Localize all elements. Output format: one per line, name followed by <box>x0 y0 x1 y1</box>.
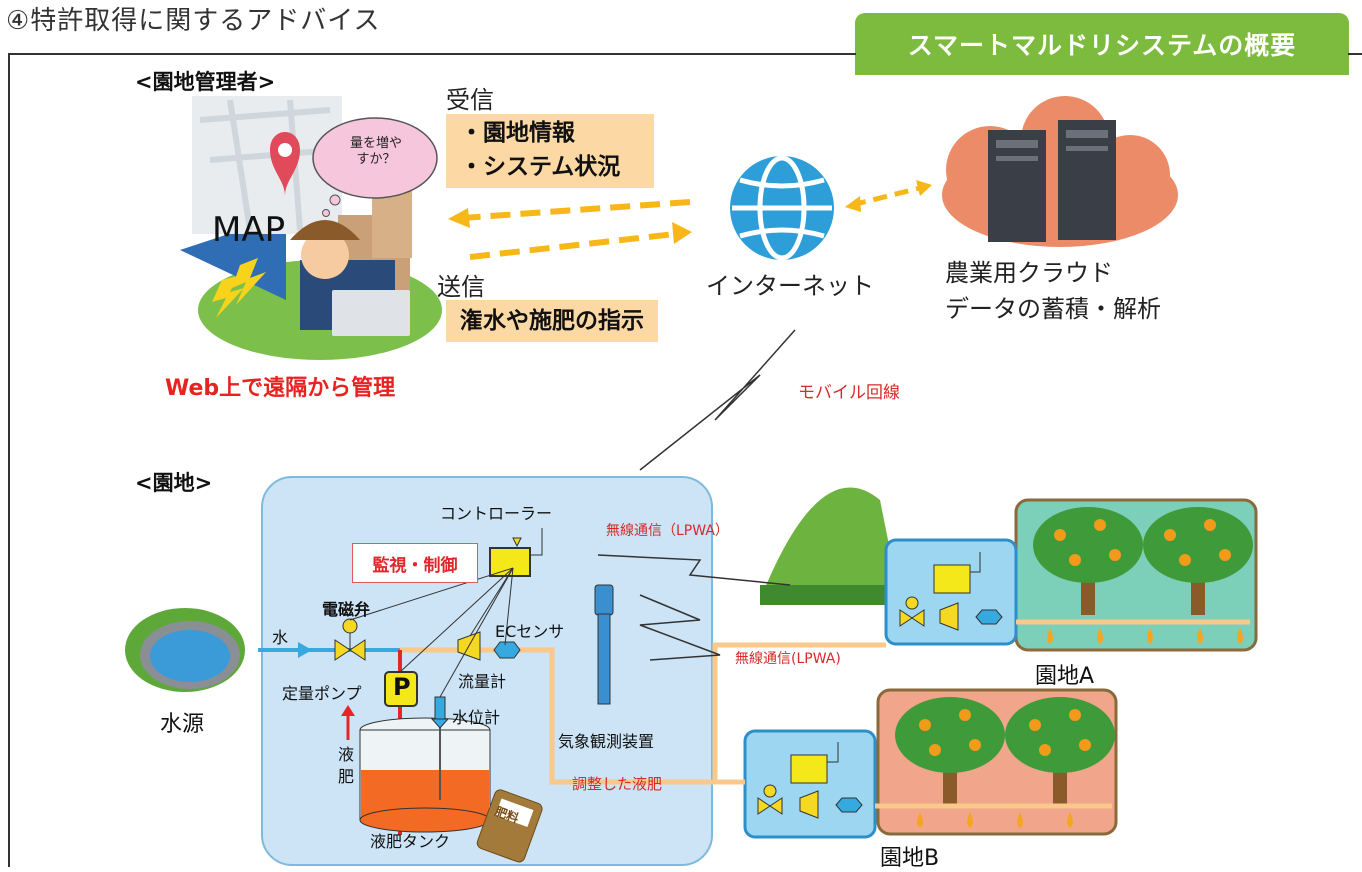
receive-arrowhead <box>448 208 470 228</box>
orchard-b-controller-box <box>743 729 877 839</box>
metering-pump-label: 定量ポンプ <box>282 684 362 703</box>
remote-management-caption: Web上で遠隔から管理 <box>165 376 396 401</box>
water-label: 水 <box>272 628 289 647</box>
manager-heading: <園地管理者> <box>135 70 276 94</box>
frame-top-line-right <box>1348 53 1362 55</box>
send-item: 潅水や施肥の指示 <box>446 300 658 342</box>
fertilizer-bag-icon <box>476 789 543 863</box>
wireless-label-1: 無線通信（LPWA） <box>606 523 729 539</box>
monitor-control-label: 監視・制御 <box>352 543 478 583</box>
pump-symbol: P <box>393 673 411 701</box>
weather-station-label: 気象観測装置 <box>558 732 655 751</box>
send-title: 送信 <box>437 273 485 301</box>
frame-top-line <box>8 53 856 55</box>
orchard-a-label: 園地A <box>1035 664 1095 689</box>
system-overview-badge: スマートマルドリシステムの概要 <box>855 13 1349 75</box>
receive-items: ・園地情報 ・システム状況 <box>446 114 654 188</box>
wireless-label-2: 無線通信(LPWA) <box>735 651 841 667</box>
internet-label: インターネット <box>706 272 874 300</box>
ec-sensor-icon <box>493 641 521 659</box>
ec-sensor-label: ECセンサ <box>495 622 565 641</box>
cloud-label: 農業用クラウド データの蓄積・解析 <box>945 255 1161 327</box>
cloud-line-1: 農業用クラウド <box>945 259 1113 287</box>
mobile-line-zigzag <box>639 329 796 471</box>
flow-meter-label: 流量計 <box>458 672 507 691</box>
cloud-line-2: データの蓄積・解析 <box>945 295 1161 323</box>
adjusted-fertilizer-label: 調整した液肥 <box>572 775 663 793</box>
receive-title: 受信 <box>446 86 494 114</box>
controller-icon <box>489 547 531 577</box>
fertilizer-tank-icon <box>359 717 491 833</box>
cloud-servers <box>942 96 1178 247</box>
orchard-b-label: 園地B <box>880 846 940 871</box>
solenoid-valve-icon <box>334 618 366 661</box>
water-level-label: 水位計 <box>452 708 501 727</box>
page-title: ④特許取得に関するアドバイス <box>6 6 381 36</box>
water-source-label: 水源 <box>160 712 205 737</box>
frame-left-line <box>8 53 10 867</box>
pipes <box>400 619 1250 809</box>
manager-illustration <box>180 96 442 360</box>
receive-item-system-status: ・システム状況 <box>460 154 621 180</box>
pump-icon <box>384 671 418 707</box>
field-heading: <園地> <box>135 471 213 495</box>
solenoid-valve-label: 電磁弁 <box>322 600 371 619</box>
liquid-fertilizer-label: 液 肥 <box>338 745 355 786</box>
controller-label: コントローラー <box>440 504 553 523</box>
tree-icon <box>895 507 1253 805</box>
send-arrowhead <box>672 222 692 244</box>
fertilizer-tank-label: 液肥タンク <box>370 832 451 851</box>
orchard-a-unit <box>899 552 1003 631</box>
weather-station-icon <box>597 613 611 705</box>
pond-icon <box>125 608 245 692</box>
drip-icon <box>917 628 1243 828</box>
map-label: MAP <box>212 210 286 250</box>
hill <box>760 487 900 600</box>
globe-icon <box>730 155 834 261</box>
mobile-line-label: モバイル回線 <box>798 383 900 403</box>
receive-item-orchard-info: ・園地情報 <box>460 120 575 146</box>
thought-bubble: 量を増や すか？ <box>350 136 403 167</box>
orchard-b-unit <box>757 742 863 819</box>
